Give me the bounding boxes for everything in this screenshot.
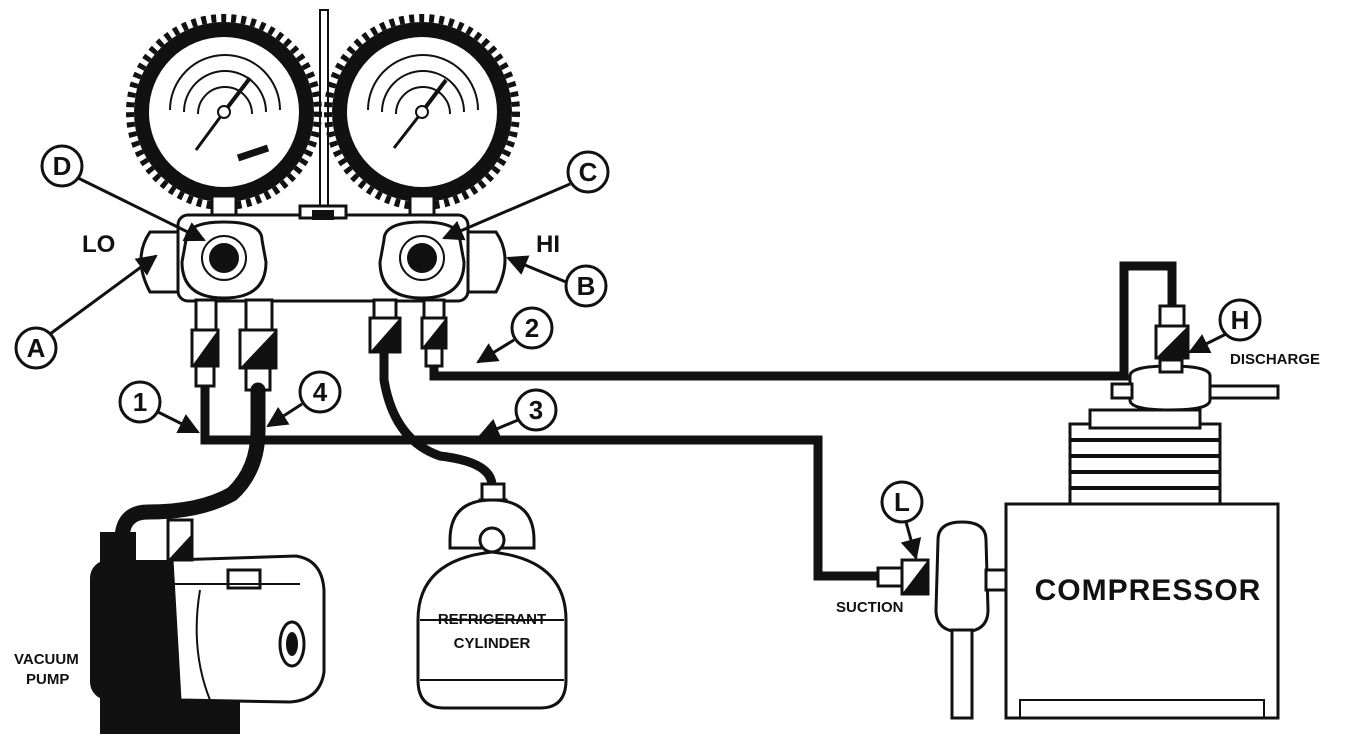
- callout-hose-1: 1: [118, 380, 200, 434]
- hi-label: HI: [536, 231, 560, 258]
- hoses: [114, 261, 1177, 581]
- vacuum-pump: [90, 518, 326, 734]
- callout-hose-1-label: 1: [133, 387, 147, 417]
- callout-l: L: [880, 480, 924, 561]
- low-side-valve-knob[interactable]: [180, 220, 268, 300]
- high-side-port: [466, 230, 507, 294]
- refrigerant-cylinder: [416, 482, 568, 710]
- fitting-hose-4: [238, 298, 278, 392]
- callout-c: C: [442, 150, 610, 241]
- callout-hose-4: 4: [266, 370, 342, 428]
- callout-b-label: B: [577, 271, 596, 301]
- fitting-hose-3: [368, 298, 402, 354]
- compressor-label: COMPRESSOR: [1035, 574, 1262, 607]
- callout-hose-2-label: 2: [525, 313, 539, 343]
- refrigerant-cylinder-label-line1: REFRIGERANT: [438, 611, 546, 628]
- callout-a: A: [14, 254, 158, 370]
- callout-d: D: [40, 144, 206, 242]
- refrigerant-cylinder-label-line2: CYLINDER: [454, 635, 531, 652]
- fitting-hose-1: [190, 298, 220, 388]
- callout-hose-2: 2: [476, 306, 554, 364]
- vacuum-pump-label-line1: VACUUM: [14, 651, 79, 668]
- callout-hose-4-label: 4: [313, 377, 328, 407]
- callout-c-label: C: [579, 157, 598, 187]
- hose-3: [379, 352, 497, 487]
- fitting-hose-2: [420, 298, 448, 368]
- low-side-gauge: [126, 14, 322, 220]
- callout-d-label: D: [53, 151, 72, 181]
- lo-label: LO: [82, 231, 115, 258]
- high-side-gauge: [324, 14, 520, 220]
- vacuum-pump-label-line2: PUMP: [26, 671, 69, 688]
- discharge-label: DISCHARGE: [1230, 351, 1320, 368]
- callout-h: H: [1188, 298, 1262, 354]
- callout-a-label: A: [27, 333, 46, 363]
- hose-1: [200, 386, 880, 581]
- suction-label: SUCTION: [836, 599, 904, 616]
- callout-hose-3-label: 3: [529, 395, 543, 425]
- callout-l-label: L: [894, 487, 910, 517]
- callout-hose-3: 3: [478, 388, 558, 439]
- hose-2: [429, 261, 1177, 381]
- callout-b: B: [506, 255, 608, 308]
- compressor: [876, 304, 1280, 720]
- manifold: [126, 9, 520, 392]
- hose-4: [114, 382, 266, 548]
- callout-h-label: H: [1231, 305, 1250, 335]
- high-side-valve-knob[interactable]: [378, 220, 466, 300]
